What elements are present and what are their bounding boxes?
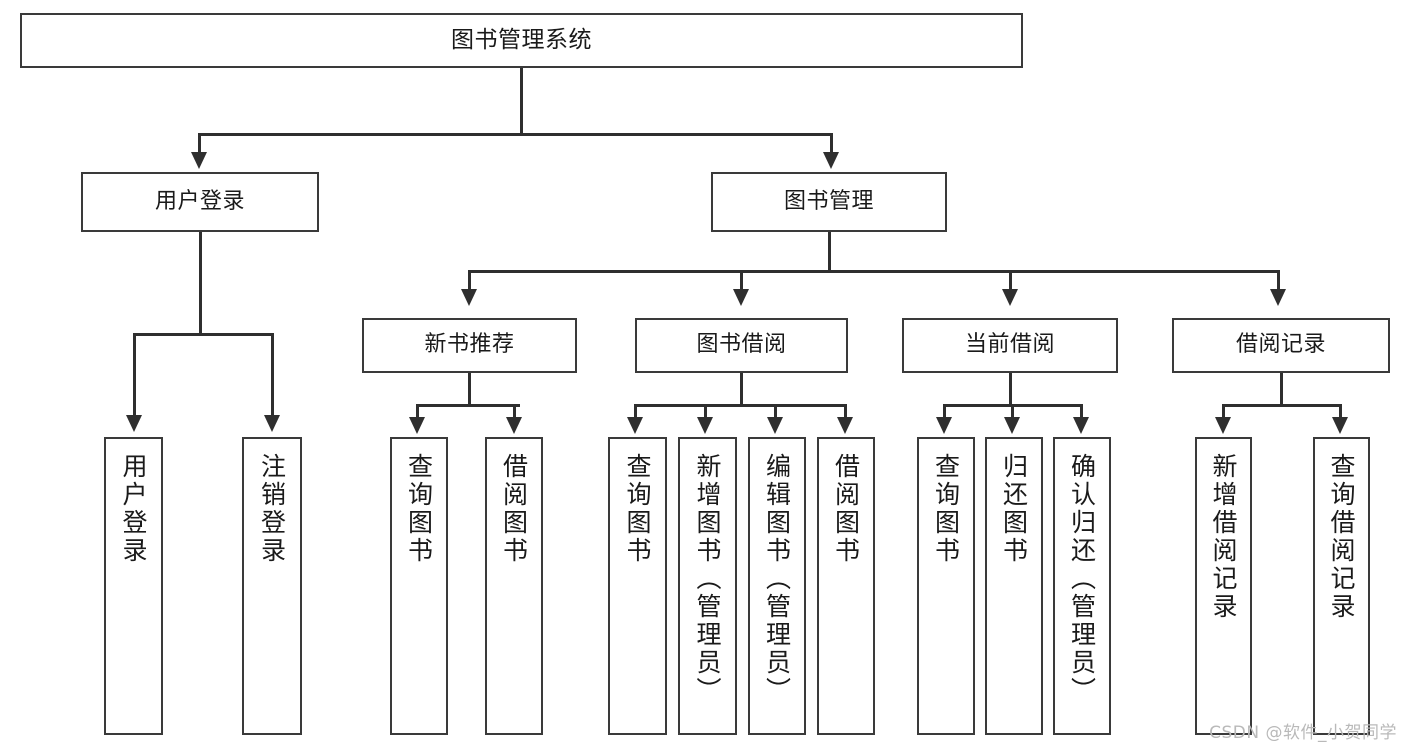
edge-nbr-to-leaf-2 — [513, 404, 516, 420]
leaf-current-borrow-return-books[interactable]: 归还图书 — [985, 437, 1043, 735]
edge-root-bus — [198, 133, 832, 136]
node-label: 新增图书（管理员） — [693, 453, 722, 705]
edge-bb-to-leaf-3 — [774, 404, 777, 420]
arrow-cb-to-leaf-3 — [1073, 417, 1089, 434]
node-label: 用户登录 — [119, 453, 148, 565]
node-label: 新书推荐 — [424, 332, 515, 358]
edge-cb-to-leaf-1 — [943, 404, 946, 420]
node-current-borrow[interactable]: 当前借阅 — [902, 318, 1118, 373]
leaf-user-login-login[interactable]: 用户登录 — [104, 437, 163, 735]
arrow-cb-to-leaf-1 — [936, 417, 952, 434]
node-label: 图书管理系统 — [451, 26, 592, 53]
edge-nbr-stem — [468, 373, 471, 406]
node-label: 当前借阅 — [964, 332, 1055, 358]
node-new-book-recommend[interactable]: 新书推荐 — [362, 318, 577, 373]
arrow-bm-to-book-borrow — [733, 289, 749, 306]
edge-cb-stem — [1009, 373, 1012, 406]
node-label: 查询图书 — [623, 453, 652, 565]
edge-nbr-to-leaf-1 — [416, 404, 419, 420]
edge-cb-to-leaf-2 — [1011, 404, 1014, 420]
leaf-current-borrow-confirm-return-admin[interactable]: 确认归还（管理员） — [1053, 437, 1111, 735]
edge-br-bus — [1222, 404, 1340, 407]
edge-br-to-leaf-2 — [1339, 404, 1342, 420]
leaf-new-book-borrow-books[interactable]: 借阅图书 — [485, 437, 543, 735]
node-user-login[interactable]: 用户登录 — [81, 172, 319, 232]
leaf-book-borrow-edit-book-admin[interactable]: 编辑图书（管理员） — [748, 437, 806, 735]
arrow-bb-to-leaf-4 — [837, 417, 853, 434]
arrow-root-to-book-management — [823, 152, 839, 169]
leaf-borrow-record-query-record[interactable]: 查询借阅记录 — [1313, 437, 1370, 735]
leaf-borrow-record-add-record[interactable]: 新增借阅记录 — [1195, 437, 1252, 735]
edge-root-to-book-management — [830, 133, 833, 155]
edge-bb-to-leaf-4 — [844, 404, 847, 420]
edge-bb-bus — [634, 404, 846, 407]
edge-br-stem — [1280, 373, 1283, 406]
arrow-nbr-to-leaf-1 — [409, 417, 425, 434]
edge-user-login-stem — [199, 232, 202, 335]
node-borrow-record[interactable]: 借阅记录 — [1172, 318, 1390, 373]
node-label: 用户登录 — [154, 188, 245, 214]
arrow-bm-to-new-book — [461, 289, 477, 306]
node-label: 查询借阅记录 — [1327, 453, 1356, 621]
arrow-nbr-to-leaf-2 — [506, 417, 522, 434]
node-book-borrow[interactable]: 图书借阅 — [635, 318, 848, 373]
edge-bb-to-leaf-1 — [634, 404, 637, 420]
leaf-user-login-logout[interactable]: 注销登录 — [242, 437, 302, 735]
arrow-bm-to-borrow-record — [1270, 289, 1286, 306]
leaf-book-borrow-query-books[interactable]: 查询图书 — [608, 437, 667, 735]
edge-book-management-stem — [828, 232, 831, 272]
node-label: 查询图书 — [404, 453, 434, 565]
arrow-user-login-to-leaf-1 — [126, 415, 142, 432]
edge-user-login-bus — [133, 333, 272, 336]
node-book-management[interactable]: 图书管理 — [711, 172, 947, 232]
arrow-bb-to-leaf-3 — [767, 417, 783, 434]
watermark-text: CSDN @软件_小贺同学 — [1209, 723, 1397, 743]
edge-book-management-bus — [468, 270, 1278, 273]
leaf-book-borrow-add-book-admin[interactable]: 新增图书（管理员） — [678, 437, 737, 735]
edge-br-to-leaf-1 — [1222, 404, 1225, 420]
edge-bm-to-current-borrow — [1009, 270, 1012, 292]
edge-root-to-user-login — [198, 133, 201, 155]
edge-bb-stem — [740, 373, 743, 406]
node-label: 借阅记录 — [1235, 332, 1326, 358]
arrow-br-to-leaf-1 — [1215, 417, 1231, 434]
leaf-book-borrow-borrow-books[interactable]: 借阅图书 — [817, 437, 875, 735]
edge-cb-to-leaf-3 — [1080, 404, 1083, 420]
arrow-bb-to-leaf-2 — [697, 417, 713, 434]
node-label: 借阅图书 — [499, 453, 529, 565]
edge-bm-to-borrow-record — [1277, 270, 1280, 292]
edge-bb-to-leaf-2 — [704, 404, 707, 420]
node-label: 借阅图书 — [831, 453, 861, 565]
arrow-root-to-user-login — [191, 152, 207, 169]
node-root-book-management-system[interactable]: 图书管理系统 — [20, 13, 1023, 68]
arrow-cb-to-leaf-2 — [1004, 417, 1020, 434]
node-label: 图书管理 — [783, 188, 874, 214]
edge-nbr-bus — [416, 404, 520, 407]
edge-bm-to-book-borrow — [740, 270, 743, 292]
node-label: 图书借阅 — [696, 332, 787, 358]
node-label: 确认归还（管理员） — [1067, 453, 1097, 705]
node-label: 归还图书 — [999, 453, 1029, 565]
node-label: 注销登录 — [257, 453, 287, 565]
arrow-bb-to-leaf-1 — [627, 417, 643, 434]
leaf-new-book-query-books[interactable]: 查询图书 — [390, 437, 448, 735]
arrow-br-to-leaf-2 — [1332, 417, 1348, 434]
edge-user-login-to-leaf-1 — [133, 333, 136, 418]
leaf-current-borrow-query-books[interactable]: 查询图书 — [917, 437, 975, 735]
edge-root-stem — [520, 68, 523, 135]
arrow-bm-to-current-borrow — [1002, 289, 1018, 306]
node-label: 新增借阅记录 — [1209, 453, 1238, 621]
arrow-user-login-to-leaf-2 — [264, 415, 280, 432]
edge-bm-to-new-book — [468, 270, 471, 292]
node-label: 编辑图书（管理员） — [762, 453, 792, 705]
edge-user-login-to-leaf-2 — [271, 333, 274, 418]
node-label: 查询图书 — [931, 453, 961, 565]
